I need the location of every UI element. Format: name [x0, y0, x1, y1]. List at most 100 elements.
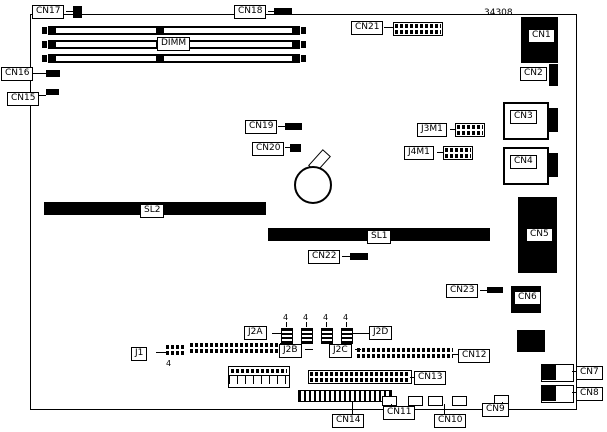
- label-cn1: CN1: [528, 29, 555, 43]
- cn2-connector: [549, 64, 558, 86]
- label-cn19: CN19: [245, 120, 278, 134]
- cn17-connector: [73, 6, 82, 18]
- cell-row: [229, 375, 289, 384]
- pointer-line-cn21: [384, 27, 393, 28]
- dimm-slot-3: [48, 54, 300, 63]
- pointer-line-cn7: [572, 371, 576, 372]
- pointer-line-j2d: [353, 333, 369, 334]
- pin-row: [395, 30, 441, 34]
- cn19-connector: [285, 123, 302, 130]
- cn7-port: [541, 364, 556, 380]
- slot-clip: [42, 27, 47, 34]
- label-j2a: J2A: [244, 326, 267, 340]
- pin-row: [457, 131, 483, 135]
- edge-connector: [517, 330, 545, 352]
- pointer-line-cn8: [572, 392, 576, 393]
- label-cn14: CN14: [332, 414, 365, 428]
- j2a-jumper: [281, 328, 293, 344]
- label-cn3: CN3: [510, 110, 537, 124]
- label-cn15: CN15: [7, 92, 40, 106]
- jumper-pin-count: 4: [303, 313, 309, 322]
- cn20-connector: [290, 144, 301, 152]
- tick-line: [306, 322, 307, 327]
- cn8-port: [541, 385, 556, 401]
- label-cn10: CN10: [434, 414, 467, 428]
- dimm-slot-1: [48, 26, 300, 35]
- pin-row: [310, 378, 410, 382]
- pin-row: [166, 351, 186, 355]
- cn3-port: [547, 108, 558, 132]
- pin-row: [190, 343, 282, 347]
- j1-pin-count: 4: [166, 359, 172, 368]
- label-cn12: CN12: [458, 349, 491, 363]
- pin-row: [310, 372, 410, 376]
- cn21-connector: [393, 22, 443, 36]
- slot-clip: [301, 55, 306, 62]
- pin-row: [395, 24, 441, 28]
- pointer-line-cn23: [480, 290, 487, 291]
- label-cn7: CN7: [576, 366, 603, 380]
- label-cn4: CN4: [510, 155, 537, 169]
- label-cn9: CN9: [482, 403, 509, 417]
- tick-line: [326, 322, 327, 327]
- pointer-line-j3m1: [450, 129, 455, 130]
- dimm-slot-socket: [56, 28, 156, 33]
- dimm-slot-socket: [56, 56, 156, 61]
- slot-clip: [301, 27, 306, 34]
- slot-clip: [42, 55, 47, 62]
- label-cn21: CN21: [351, 21, 384, 35]
- pin-row: [357, 348, 453, 352]
- label-cn8: CN8: [576, 387, 603, 401]
- cn16-connector: [46, 70, 60, 77]
- cn10-connector: [428, 396, 443, 406]
- label-cn6: CN6: [514, 291, 541, 305]
- jumper-pin-count: 4: [283, 313, 289, 322]
- j2c-jumper: [321, 328, 333, 344]
- slot-clip: [42, 41, 47, 48]
- cn14-connector: [298, 390, 392, 402]
- slot-clip: [301, 41, 306, 48]
- pin-row: [231, 369, 287, 373]
- pointer-line-cn19: [278, 126, 285, 127]
- jumper-pin-count: 4: [323, 313, 329, 322]
- label-j4m1: J4M1: [404, 146, 434, 160]
- j3m1-header: [455, 123, 485, 137]
- pointer-line-cn22: [342, 256, 350, 257]
- label-cn13: CN13: [414, 371, 447, 385]
- pin-row: [445, 148, 471, 152]
- label-j2b: J2B: [279, 344, 302, 358]
- edge-connector: [408, 396, 423, 406]
- label-cn23: CN23: [446, 284, 479, 298]
- pointer-line-j2c: [355, 349, 361, 350]
- pointer-line-cn20: [285, 147, 290, 148]
- label-cn20: CN20: [252, 142, 285, 156]
- cn13-header: [308, 370, 412, 384]
- pointer-line-cn10: [444, 404, 445, 414]
- label-cn11: CN11: [383, 406, 416, 420]
- pointer-line-cn11: [391, 404, 392, 407]
- tick-line: [286, 322, 287, 327]
- pointer-line-cn16: [32, 73, 46, 74]
- jumper-pin-count: 4: [343, 313, 349, 322]
- cn23-connector: [487, 287, 503, 293]
- cn10-connector: [452, 396, 467, 406]
- dip-block: [228, 366, 290, 388]
- j2b-jumper: [301, 328, 313, 344]
- label-j1: J1: [131, 347, 148, 361]
- dimm-slot-socket: [56, 42, 156, 47]
- cn4-port: [547, 153, 558, 177]
- label-cn16: CN16: [1, 67, 34, 81]
- pointer-line-j2b: [305, 349, 313, 350]
- label-j3m1: J3M1: [417, 123, 447, 137]
- dimm-slot-socket: [164, 28, 292, 33]
- label-sl1: SL1: [367, 230, 392, 244]
- front-panel-header: [190, 343, 282, 353]
- pointer-line-cn15: [38, 95, 46, 96]
- pointer-line-cn12: [453, 354, 458, 355]
- label-j2d: J2D: [369, 326, 393, 340]
- j4m1-header: [443, 146, 473, 160]
- dimm-slot-socket: [164, 56, 292, 61]
- pointer-line-cn14: [352, 401, 353, 414]
- cn15-connector: [46, 89, 59, 95]
